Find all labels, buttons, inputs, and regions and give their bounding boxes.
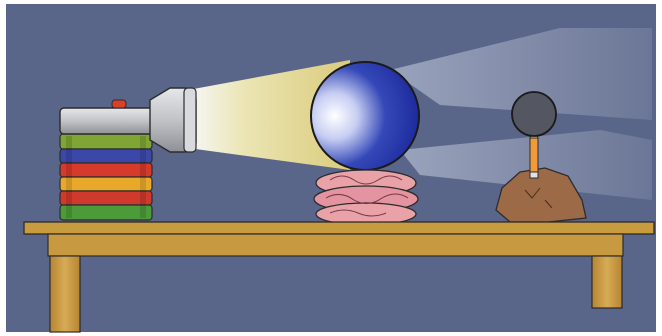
table: [23, 221, 655, 333]
table-apron: [47, 233, 624, 257]
table-leg-left: [49, 255, 81, 333]
table-leg-right: [591, 255, 623, 309]
small-ball: [511, 91, 557, 137]
table-top: [23, 221, 655, 235]
flashlight-beam: [188, 60, 350, 170]
flashlight-button: [111, 99, 127, 109]
cushion-stand: [313, 169, 419, 226]
stack-of-books: [59, 133, 153, 221]
rock-crack: [524, 187, 553, 209]
flashlight: [59, 87, 197, 153]
globe: [310, 61, 420, 171]
lower-light-beam: [400, 130, 652, 200]
upper-light-beam: [390, 28, 652, 120]
